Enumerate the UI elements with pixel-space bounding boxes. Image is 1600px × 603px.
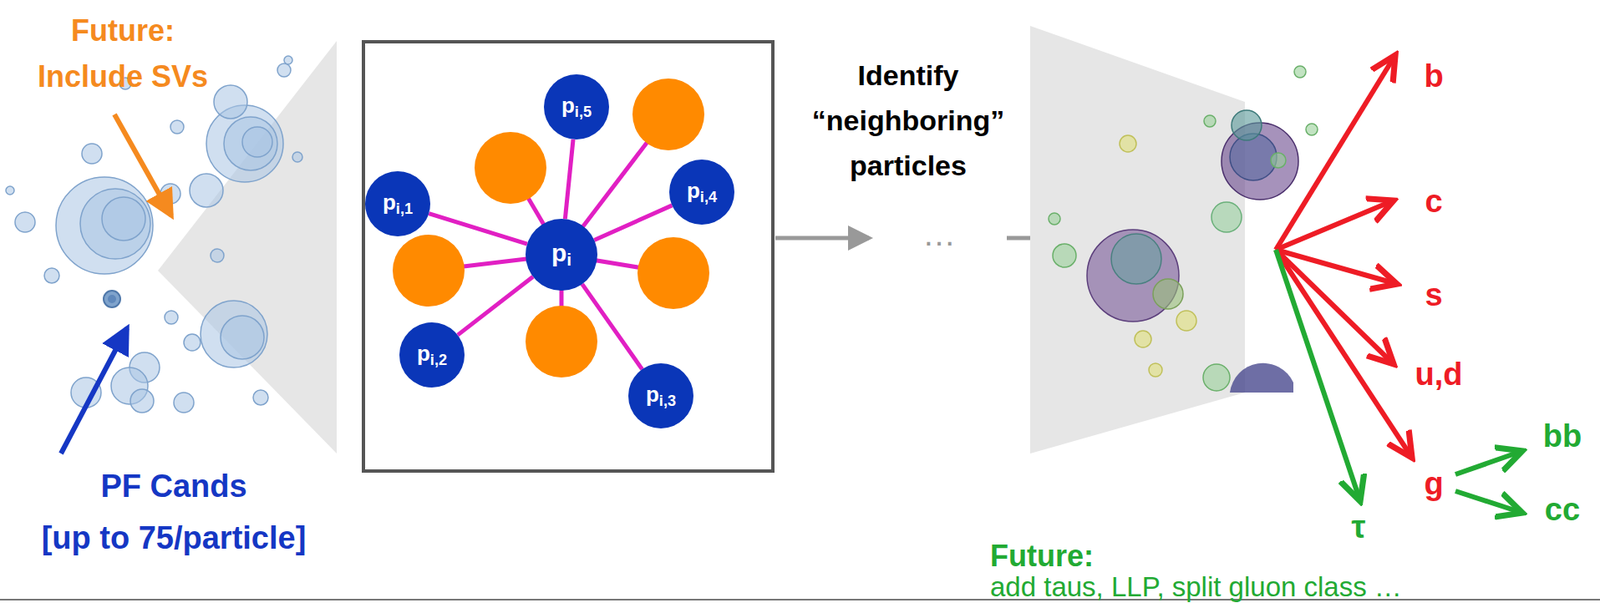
class-label: s [1424,277,1443,315]
particle-label: pi,5 [561,92,592,122]
class-label: bb [1543,418,1582,456]
neighbor-link [594,205,672,241]
future-note: Future: [990,538,1094,574]
future-note: Include SVs [37,59,209,94]
neighbor-link [582,284,643,370]
neighbor-particle: pi,4 [669,159,735,225]
neighbor-particle: pi,1 [365,171,431,237]
input-label: PF Cands [100,468,247,506]
class-label: c [1424,183,1443,221]
class-label: τ [1351,509,1367,547]
input-label: [up to 75/particle] [41,520,307,558]
flow-arrow [775,236,869,241]
jet-bubbles [1030,25,1318,454]
step-label: Identify “neighboring” particles [787,52,1030,188]
particle-label: pi,2 [416,340,447,370]
callout-arrow [60,328,127,454]
neighbor-particle: pi,3 [628,363,694,429]
class-label: u,d [1415,356,1463,394]
future-arrows [1275,249,1523,514]
particle-label: pi,1 [382,189,413,219]
particle-label: pi [551,238,572,270]
neighbor-link [457,276,534,336]
future-note: Future: [71,13,175,48]
neighbor-link [564,139,574,219]
neighbor-particle: pi,5 [543,74,610,140]
neighbor-particle: pi,2 [399,322,465,388]
class-label: cc [1544,492,1580,529]
class-label: b [1423,58,1443,96]
pf-bubbles [5,40,337,454]
particle-label: pi,3 [645,381,676,411]
callout-arrow [114,114,172,216]
center-particle: pi [525,218,598,291]
ellipsis: … [922,214,956,254]
particle-label: pi,4 [686,177,717,207]
class-arrows [1275,55,1413,458]
neighbor-link [428,213,528,245]
future-note: add taus, LLP, split gluon class … [990,571,1402,603]
class-label: g [1423,466,1443,503]
graph-frame [363,41,773,472]
